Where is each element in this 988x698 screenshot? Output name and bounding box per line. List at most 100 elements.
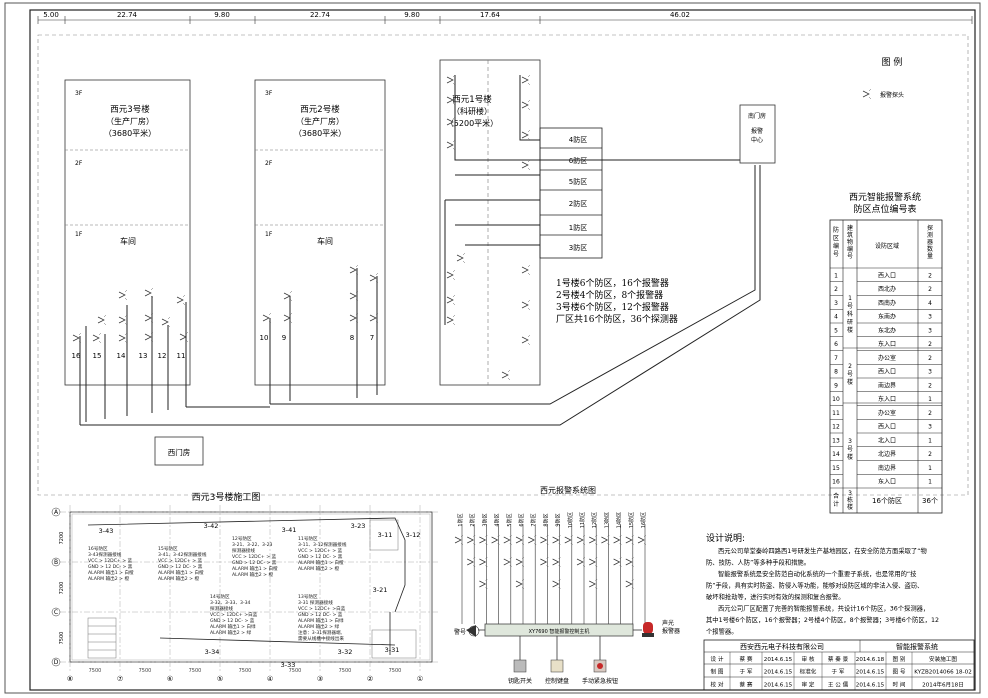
zt-zone-6: 6 bbox=[834, 341, 838, 348]
tb-cell: 设 计 bbox=[711, 655, 724, 663]
zt-area: 东北办 bbox=[878, 326, 896, 334]
ydim-3: 7500 bbox=[59, 632, 65, 645]
zt-area: 东南办 bbox=[878, 313, 896, 321]
axis-3: ③ bbox=[317, 675, 323, 683]
axis-2: ② bbox=[367, 675, 373, 683]
zt-zone-10: 10 bbox=[832, 396, 840, 403]
plan-note-line: ALARM 输出2 > 橙 bbox=[88, 575, 129, 582]
plan-note-line: GND > 12 DC- > 黑 bbox=[298, 554, 343, 560]
plan-label-3-11: 3-11 bbox=[378, 531, 393, 539]
notes-line: 西元公司草堂秦岭四路西1号研发生产基地园区，在安全防范方面采取了“物 bbox=[718, 546, 927, 555]
span-5: 7500 bbox=[289, 668, 302, 674]
zt-area: 南边界 bbox=[878, 464, 896, 472]
plan-note-line: GND > 12 DC- > 蓝 bbox=[298, 611, 343, 618]
axis-4: ④ bbox=[267, 675, 273, 683]
tb-cell: 2014.6.15 bbox=[856, 670, 885, 676]
plan-note-line: 3-43探测器接线 bbox=[88, 551, 122, 558]
plan-label-3-42: 3-42 bbox=[204, 522, 219, 530]
zt-zone-16: 16 bbox=[832, 479, 840, 486]
building-2: 3F 2F 1F 西元2号楼 （生产厂房） （3680平米） 车间 10 9 8… bbox=[254, 79, 386, 404]
tb-cell: 审 核 bbox=[802, 655, 815, 663]
zt-zone-7: 7 bbox=[834, 355, 838, 362]
zt-total-count: 36个 bbox=[922, 497, 938, 505]
axis-1: ① bbox=[417, 675, 423, 683]
plan-note-title: 12号防区 bbox=[232, 535, 252, 542]
zt-area: 东入口 bbox=[878, 340, 896, 348]
zone-7: 7 bbox=[370, 334, 374, 342]
dim-5: 9.80 bbox=[404, 11, 420, 19]
system-zone-label: 3防区 bbox=[481, 513, 488, 526]
dim-4: 22.74 bbox=[310, 11, 331, 19]
dim-2: 22.74 bbox=[117, 11, 138, 19]
zt-header-zone: 防区编号 bbox=[833, 226, 839, 258]
south-room-name: 南门房 bbox=[748, 112, 766, 120]
b2-floor-1f: 1F bbox=[265, 231, 273, 238]
strobe-label-1: 声光 bbox=[662, 619, 674, 627]
plan-note-line: ALARM 输出2 > 橙 bbox=[158, 575, 199, 582]
b1-zone-3: 3防区 bbox=[569, 243, 587, 252]
zt-count: 3 bbox=[928, 369, 932, 376]
plan-label-3-34: 3-34 bbox=[205, 648, 220, 656]
plan-note-line: ALARM 输出1 > 白橙 bbox=[232, 565, 278, 572]
b1-zone-1: 1防区 bbox=[569, 223, 587, 232]
zone-14: 14 bbox=[117, 352, 126, 360]
plan-note-line: GND > 12 DC- > 黑 bbox=[232, 560, 277, 566]
notes-line: 防、技防、人防”等多种手段和措施。 bbox=[706, 558, 810, 567]
summary-line-2: 2号楼4个防区，8个报警器 bbox=[556, 289, 663, 301]
zt-count: 1 bbox=[928, 396, 932, 403]
west-gatehouse bbox=[154, 436, 204, 466]
trunk-cables bbox=[80, 159, 761, 426]
system-title: 西元报警系统图 bbox=[540, 485, 596, 495]
zt-count: 2 bbox=[928, 272, 932, 279]
zone-10: 10 bbox=[260, 334, 269, 342]
zone-11: 11 bbox=[177, 352, 186, 360]
plan-note-line: VCC > 12DC+ >白蓝 bbox=[298, 605, 346, 612]
plan-note-line: ALARM 输出1 > 白绿 bbox=[298, 617, 344, 624]
zt-count: 2 bbox=[928, 341, 932, 348]
zt-zone-12: 12 bbox=[832, 424, 840, 431]
panic-button-label: 手动紧急按钮 bbox=[582, 677, 618, 685]
west-gatehouse-label: 西门房 bbox=[168, 447, 191, 457]
zt-header-area: 设防区域 bbox=[875, 242, 899, 250]
notes-line: 破坏和抢劫等，进行实时有效的探测和复合报警。 bbox=[706, 592, 845, 601]
zt-zone-9: 9 bbox=[834, 382, 838, 389]
plan-note-line: VCC > 12DC+ >白蓝 bbox=[210, 611, 258, 618]
plan-note-line: 3-21、3-22、3-23 bbox=[232, 542, 273, 548]
summary-line-4: 厂区共16个防区，36个探测器 bbox=[556, 313, 678, 325]
span-4: 7500 bbox=[239, 668, 252, 674]
span-6: 7500 bbox=[339, 668, 352, 674]
summary-line-1: 1号楼6个防区，16个报警器 bbox=[556, 277, 669, 289]
plan-note-line: 3-31 探测器接线 bbox=[298, 599, 333, 606]
notes-line: 西元公司厂区配置了完善的智能报警系统，共设计16个防区，36个探测器， bbox=[718, 604, 929, 613]
tb-cell: 校 对 bbox=[711, 680, 724, 688]
dim-1: 5.00 bbox=[43, 11, 59, 19]
keypad-icon bbox=[550, 659, 564, 673]
tb-company: 西安西元电子科技有限公司 bbox=[740, 642, 824, 651]
zt-count: 1 bbox=[928, 437, 932, 444]
zt-zone-11: 11 bbox=[832, 410, 840, 417]
zt-area: 北入口 bbox=[878, 436, 896, 444]
plan-label-3-31: 3-31 bbox=[385, 646, 400, 654]
system-zone-label: 2防区 bbox=[469, 513, 476, 526]
plan-note-line: GND > 12 DC- > 黑 bbox=[158, 564, 203, 570]
tb-cell: 于 军 bbox=[740, 669, 753, 676]
b1-sub: （科研楼） bbox=[452, 106, 492, 116]
keypad-label: 控制键盘 bbox=[545, 677, 569, 685]
tb-project: 智能报警系统 bbox=[896, 642, 938, 651]
zone-12: 12 bbox=[158, 352, 167, 360]
zt-zone-1: 1 bbox=[834, 272, 838, 279]
legend-detector-icon bbox=[862, 88, 872, 100]
system-zone-label: 10防区 bbox=[567, 512, 574, 528]
alarm-center-label-1: 报警 bbox=[751, 127, 763, 135]
tb-cell: 图 别 bbox=[893, 655, 906, 663]
zt-count: 2 bbox=[928, 410, 932, 417]
zt-count: 2 bbox=[928, 382, 932, 389]
plan-note-line: 探测器接线 bbox=[210, 605, 233, 612]
zt-zone-13: 13 bbox=[832, 437, 840, 444]
zt-count: 1 bbox=[928, 465, 932, 472]
panic-button-dot bbox=[597, 663, 603, 669]
zone-summary: 1号楼6个防区，16个报警器 2号楼4个防区，8个报警器 3号楼6个防区，12个… bbox=[556, 277, 678, 325]
design-notes: 设计说明: 西元公司草堂秦岭四路西1号研发生产基地园区，在安全防范方面采取了“物… bbox=[706, 532, 939, 636]
